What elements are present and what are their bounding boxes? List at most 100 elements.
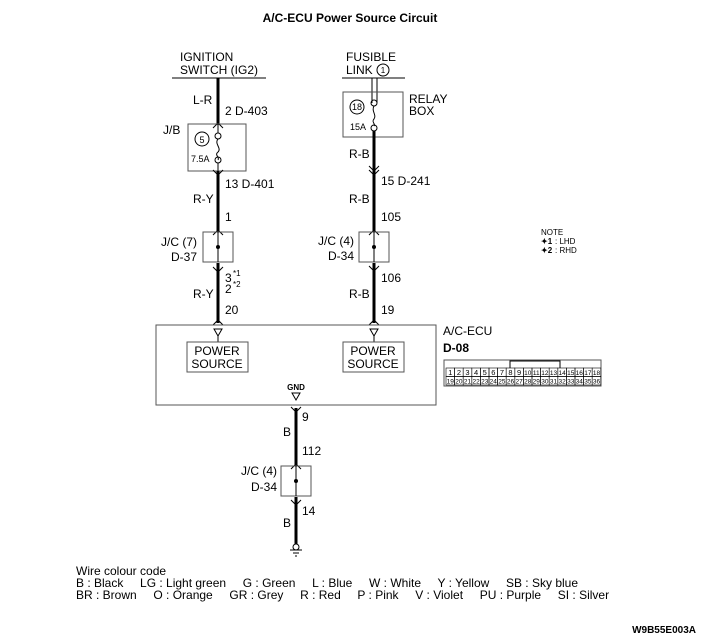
jc4-in-pin: 105 <box>381 210 401 224</box>
fusible-link-source: FUSIBLE LINK 1 <box>342 50 405 79</box>
jc7-out-note-rhd: *2 <box>233 280 241 289</box>
input-terminal-icon <box>213 328 223 338</box>
jc4-ground-in-pin: 112 <box>302 444 321 458</box>
gnd-label: GND <box>287 383 305 392</box>
jc7-out-note-lhd: *1 <box>233 269 241 278</box>
jc7-junction-dot <box>216 245 220 249</box>
wire-color-r-b-3: R-B <box>349 287 370 301</box>
jc4-ground-junction-dot <box>294 479 298 483</box>
connector-pin-number: 36 <box>593 379 601 386</box>
jc7-out-pin-lhd: 3 <box>225 271 232 285</box>
ecu-pin-9: 9 <box>302 410 309 424</box>
fuse-terminal-top <box>214 132 222 140</box>
connector-pin-number: 2 <box>457 368 461 377</box>
connector-pin-number: 13 <box>550 370 558 377</box>
connector-pin-number: 33 <box>567 379 575 386</box>
connector-pin-number: 3 <box>465 368 469 377</box>
connector-arrow <box>368 229 380 236</box>
connector-d-401: 13 D-401 <box>225 177 275 191</box>
relay-fuse-element-icon <box>372 105 376 127</box>
wire-color-b-lower: B <box>283 516 291 530</box>
ac-ecu: A/C-ECU D-08 POWER SOURCE POWER SOURCE G… <box>155 324 602 406</box>
connector-arrow <box>368 319 380 326</box>
fusible-label-line1: FUSIBLE <box>346 50 396 64</box>
jc4-ground-connector: D-34 <box>251 480 277 494</box>
connector-pin-number: 27 <box>515 379 523 386</box>
connector-pin-number: 5 <box>483 368 487 377</box>
fuse-number-circle <box>194 131 210 147</box>
figure-code: W9B55E003A <box>632 625 696 636</box>
legend-heading: Wire colour code <box>76 564 166 578</box>
input-terminal-icon <box>369 328 379 338</box>
fusible-label-line2: LINK <box>346 63 373 77</box>
connector-pin-number: 6 <box>491 368 495 377</box>
connector-pin-number: 25 <box>498 379 506 386</box>
jb-label: J/B <box>163 123 180 137</box>
connector-pin-number: 34 <box>576 379 584 386</box>
connector-pin-number: 16 <box>576 370 584 377</box>
power-source-block-left <box>186 341 249 373</box>
connector-d-403: 2 D-403 <box>225 104 268 118</box>
connector-pin-number: 24 <box>490 379 498 386</box>
connector-pin-number: 26 <box>507 379 515 386</box>
wire-color-r-y-upper: R-Y <box>193 192 214 206</box>
jc4-ground-out-pin: 14 <box>302 504 316 518</box>
power-source-right-line1: POWER <box>350 344 396 358</box>
connector-pin-number: 18 <box>593 370 601 377</box>
ecu-connector-id: D-08 <box>443 341 469 355</box>
note-block: NOTE ✦1 : LHD ✦2 : RHD <box>541 228 577 255</box>
connector-pin-number: 8 <box>508 368 512 377</box>
wire-color-b-upper: B <box>283 425 291 439</box>
connector-pin-number: 35 <box>584 379 592 386</box>
connector-pin-number: 19 <box>447 379 455 386</box>
gnd-terminal-icon <box>291 392 301 402</box>
connector-pin-number: 7 <box>500 368 504 377</box>
jc4-connector: D-34 <box>328 249 354 263</box>
connector-pin-number: 29 <box>533 379 541 386</box>
connector-pin-number: 14 <box>558 370 566 377</box>
ecu-outline <box>155 324 437 406</box>
left-branch: L-R 2 D-403 J/B 5 7.5A 13 D-401 R-Y 1 J/… <box>161 78 275 326</box>
ground-symbol-icon <box>290 543 302 557</box>
connector-pin-number: 23 <box>481 379 489 386</box>
connector-pin-cell <box>591 376 602 386</box>
diagram-title: A/C-ECU Power Source Circuit <box>263 11 438 25</box>
wire-color-r-b-1: R-B <box>349 147 370 161</box>
jc7-label: J/C (7) <box>161 235 197 249</box>
relay-box-label-line2: BOX <box>409 104 434 118</box>
connector-double-arrow <box>368 165 380 176</box>
legend-row-2: BR : Brown O : Orange GR : Grey R : Red … <box>76 588 609 602</box>
connector-arrow <box>212 319 224 326</box>
connector-pin-number: 32 <box>558 379 566 386</box>
connector-pin-number: 21 <box>464 379 472 386</box>
ground-branch: 9 B 112 J/C (4) D-34 14 B <box>241 406 321 557</box>
connector-pin-number: 11 <box>533 370 540 377</box>
ecu-pin-19: 19 <box>381 303 395 317</box>
fuse-rating: 7.5A <box>191 154 210 164</box>
ignition-switch-source: IGNITION SWITCH (IG2) <box>172 50 266 79</box>
relay-fuse-rating: 15A <box>350 122 366 132</box>
fuse-number: 5 <box>199 135 204 145</box>
note-item-mark: ✦2 <box>541 246 553 255</box>
connector-arrow <box>212 229 224 236</box>
power-source-left-line2: SOURCE <box>191 357 242 371</box>
ignition-label-line1: IGNITION <box>180 50 233 64</box>
ecu-pin-20: 20 <box>225 303 239 317</box>
wire-color-r-b-2: R-B <box>349 192 370 206</box>
power-source-block-right <box>342 341 405 373</box>
fusible-link-number-circle <box>376 63 390 77</box>
jc4-junction-dot <box>372 245 376 249</box>
relay-fuse-number-circle <box>349 99 365 115</box>
relay-box-label-line1: RELAY <box>409 92 447 106</box>
note-item-text: : RHD <box>555 246 577 255</box>
wire-colour-legend: Wire colour code B : Black LG : Light gr… <box>76 564 609 602</box>
connector-pin-number: 31 <box>550 379 558 386</box>
power-source-right-line2: SOURCE <box>347 357 398 371</box>
connector-pin-number: 22 <box>472 379 480 386</box>
connector-pin-number: 9 <box>517 368 521 377</box>
connector-pin-number: 28 <box>524 379 532 386</box>
ignition-label-line2: SWITCH (IG2) <box>180 63 258 77</box>
connector-pin-number: 15 <box>567 370 575 377</box>
note-item-mark: ✦1 <box>541 237 553 246</box>
